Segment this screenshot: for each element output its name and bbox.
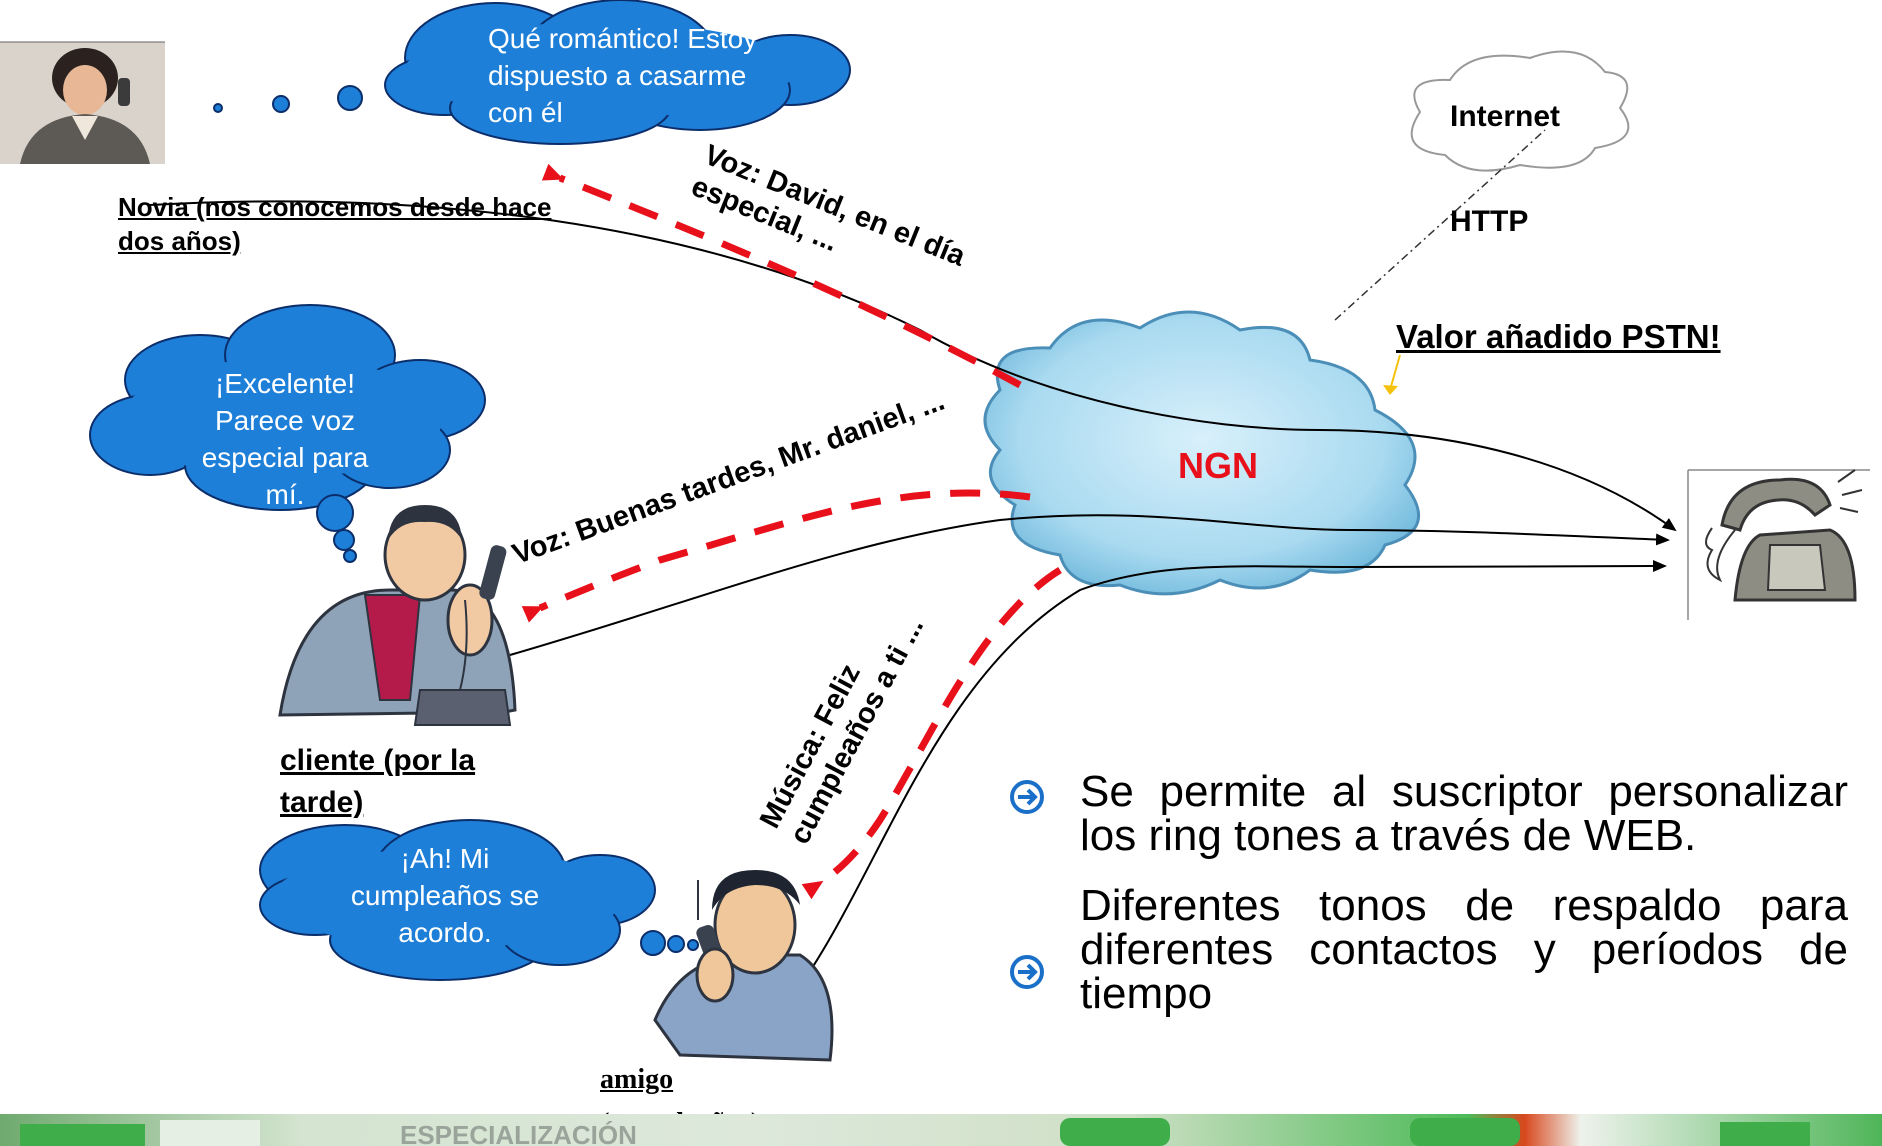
novia-connection-line [149,200,1677,532]
http-link-line [1334,129,1546,321]
pointer-arrowhead [1383,385,1398,395]
amigo-connection-line [789,560,1667,1001]
thought-dot-large [640,930,666,956]
bullet-text: Diferentes tonos de respaldo para difere… [1080,881,1848,1018]
ngn-label: NGN [1178,445,1258,486]
amigo-bubble-text: ¡Ah! Mi cumpleaños se acordo. [350,843,540,948]
thought-dot-small [343,549,357,563]
novia-bubble-text: Qué romántico! Estoy dispuesto a casarme… [488,23,758,128]
bullet-item: Diferentes tonos de respaldo para difere… [1010,884,1848,1016]
circle-arrow-icon [1010,780,1044,814]
thought-dot-medium [333,529,355,551]
thought-dot-small [687,939,699,951]
amigo-thought-bubble [259,819,656,981]
circle-arrow-icon [1010,955,1044,989]
cliente-connection-line [509,514,1670,656]
pointer-line [1389,354,1401,391]
cliente-thought-bubble [89,304,486,511]
http-label: HTTP [1450,205,1529,238]
voz-david-arrow [541,163,1022,389]
novia-thought-bubble [384,0,851,145]
ngn-cloud [983,310,1421,596]
voz-buenas-arrow [521,489,1031,623]
thought-dot-medium [272,95,290,113]
bullet-list: Se permite al suscriptor personalizar lo… [1010,770,1848,1042]
novia-label: Novia (nos conocemos desde hace dos años… [118,192,552,256]
bullet-text: Se permite al suscriptor personalizar lo… [1080,767,1848,860]
bullet-item: Se permite al suscriptor personalizar lo… [1010,770,1848,858]
thought-dot-small [213,103,223,113]
woman-photo [0,41,165,164]
telephone-clipart [1687,469,1870,620]
internet-label: Internet [1450,100,1561,133]
cliente-man-clipart [278,505,517,726]
cliente-label: cliente (por la tarde) [280,744,476,819]
thought-dot-large [316,494,354,532]
valor-label: Valor añadido PSTN! [1396,318,1721,355]
thought-dot-medium [667,935,685,953]
footer-strip-text: ESPECIALIZACIÓN [400,1120,637,1146]
amigo-man-clipart [653,870,834,1062]
footer-strip: ESPECIALIZACIÓN [0,1114,1882,1146]
cliente-bubble-text: ¡Excelente! Parece voz especial para mí. [201,368,369,510]
internet-cloud [1410,50,1630,172]
thought-dot-large [337,85,363,111]
musica-arrow [801,567,1062,900]
